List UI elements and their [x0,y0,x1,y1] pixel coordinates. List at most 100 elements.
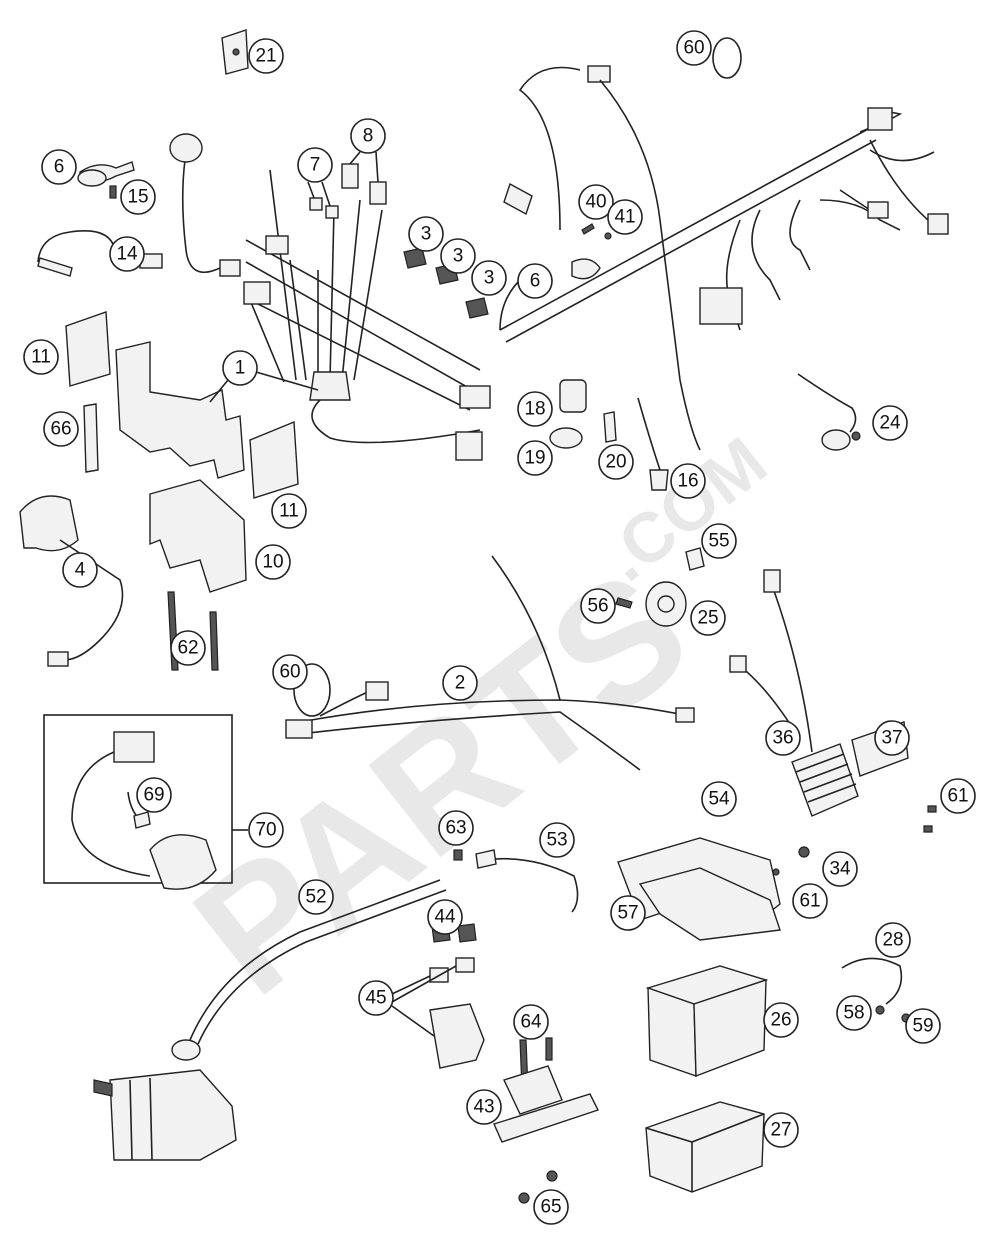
callout-54[interactable]: 54 [701,781,737,817]
callout-4[interactable]: 4 [62,552,98,588]
callout-11[interactable]: 11 [23,339,59,375]
part-70-connector [113,731,155,763]
callout-65[interactable]: 65 [533,1189,569,1225]
callout-label: 40 [585,192,606,213]
part-7-connector-b [325,205,339,219]
callout-20[interactable]: 20 [598,444,634,480]
callout-61[interactable]: 61 [792,883,828,919]
part-60-cable-tie-top [712,37,742,79]
part-ignition-lead [181,159,221,273]
callout-3[interactable]: 3 [440,238,476,274]
callout-8[interactable]: 8 [350,118,386,154]
part-10-plate [149,479,247,593]
part-27-tray [645,1101,765,1193]
callout-64[interactable]: 64 [513,1004,549,1040]
part-43-bracket [503,1065,563,1115]
callout-24[interactable]: 24 [872,405,908,441]
part-44-cap-b [457,923,477,943]
callout-40[interactable]: 40 [578,184,614,220]
callout-60[interactable]: 60 [272,654,308,690]
callout-6[interactable]: 6 [41,149,77,185]
part-hv-cable [499,66,581,331]
callout-36[interactable]: 36 [765,720,801,756]
callout-45[interactable]: 45 [358,980,394,1016]
callout-3[interactable]: 3 [408,216,444,252]
callout-28[interactable]: 28 [875,922,911,958]
callout-label: 6 [530,271,541,292]
callout-label: 3 [484,268,495,289]
callout-3[interactable]: 3 [471,260,507,296]
callout-label: 3 [453,246,464,267]
callout-19[interactable]: 19 [517,440,553,476]
part-starter-shaft [93,1079,113,1097]
callout-14[interactable]: 14 [109,236,145,272]
callout-56[interactable]: 56 [580,588,616,624]
part-70-cable [71,751,151,877]
callout-62[interactable]: 62 [170,630,206,666]
callout-55[interactable]: 55 [701,523,737,559]
part-16-sensor [649,469,669,491]
callout-53[interactable]: 53 [539,822,575,858]
callout-11[interactable]: 11 [271,493,307,529]
callout-26[interactable]: 26 [763,1002,799,1038]
leader-7 [307,181,331,207]
part-24-sensor [821,429,851,451]
callout-70[interactable]: 70 [248,812,284,848]
part-36-regulator [791,743,859,817]
callout-27[interactable]: 27 [763,1112,799,1148]
callout-21[interactable]: 21 [248,38,284,74]
part-53-cable [483,857,579,913]
callout-label: 36 [772,728,793,749]
callout-44[interactable]: 44 [427,899,463,935]
part-40-screw [581,223,595,235]
part-starter-motor [109,1069,237,1161]
callout-label: 15 [127,187,148,208]
callout-34[interactable]: 34 [822,851,858,887]
callout-6[interactable]: 6 [517,263,553,299]
part-66-rod [83,403,99,473]
callout-label: 66 [50,419,71,440]
callout-58[interactable]: 58 [836,995,872,1031]
callout-16[interactable]: 16 [670,463,706,499]
callout-41[interactable]: 41 [607,199,643,235]
callout-57[interactable]: 57 [610,895,646,931]
leader-lines [209,151,457,1037]
part-starter-motor-lines [129,1077,153,1161]
callout-60[interactable]: 60 [676,30,712,66]
part-60-cable-tie-bottom [293,663,331,717]
part-11-plate-left [65,311,111,387]
part-45-fuse-b [455,957,475,973]
callout-2[interactable]: 2 [442,665,478,701]
callout-63[interactable]: 63 [438,810,474,846]
part-20-clip [603,411,617,443]
callout-7[interactable]: 7 [297,147,333,183]
callout-label: 53 [546,830,567,851]
part-70-box [43,714,233,884]
callout-label: 26 [770,1010,791,1031]
callout-18[interactable]: 18 [517,391,553,427]
callout-25[interactable]: 25 [690,600,726,636]
part-57-cover-front [638,867,781,941]
part-43-rail [493,1093,599,1143]
callout-15[interactable]: 15 [120,179,156,215]
part-11-plate-right [249,420,299,499]
callout-69[interactable]: 69 [136,777,172,813]
part-36-fins [795,753,857,803]
callout-label: 44 [434,907,456,928]
part-16-sensor-wire [637,397,661,471]
callout-59[interactable]: 59 [905,1008,941,1044]
callout-label: 58 [843,1003,864,1024]
callout-1[interactable]: 1 [222,350,258,386]
callout-37[interactable]: 37 [874,720,910,756]
part-hv-lead [599,79,701,451]
callout-43[interactable]: 43 [466,1089,502,1125]
part-24-sensor-wire [797,373,857,433]
callout-61[interactable]: 61 [940,778,976,814]
part-41-washer [604,232,612,240]
callout-52[interactable]: 52 [298,879,334,915]
part-18-relay [559,379,587,413]
callout-label: 19 [524,448,545,469]
callout-66[interactable]: 66 [43,411,79,447]
callout-10[interactable]: 10 [255,544,291,580]
